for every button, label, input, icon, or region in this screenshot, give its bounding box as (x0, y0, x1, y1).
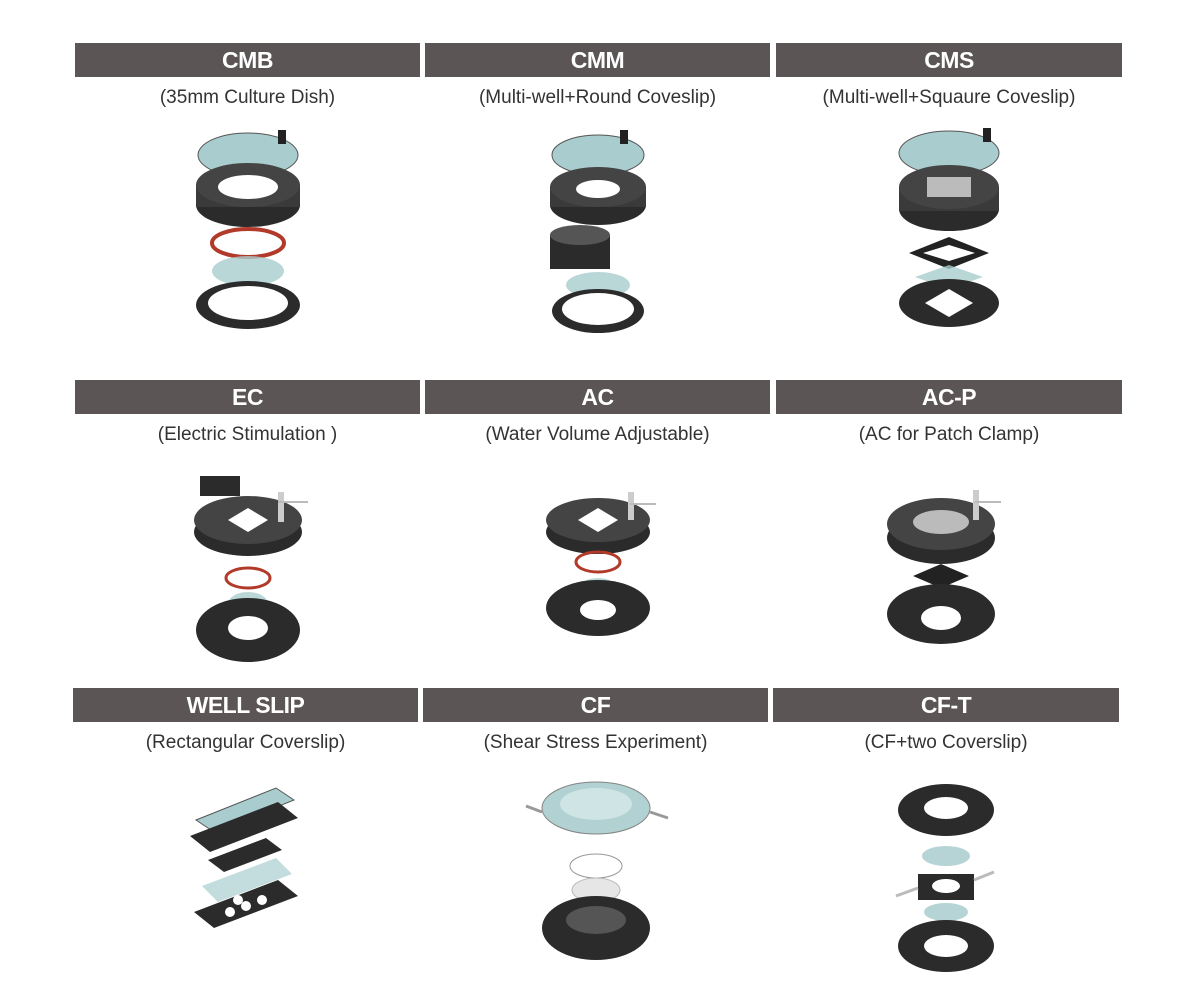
product-code-header: AC-P (776, 380, 1122, 414)
product-cell-cmb: CMB (35mm Culture Dish) (75, 43, 420, 363)
product-cell-cf: CF (Shear Stress Experiment) (423, 688, 768, 988)
ac-exploded-chamber (425, 462, 770, 682)
product-cell-ec: EC (Electric Stimulation ) (75, 380, 420, 680)
product-code-header: AC (425, 380, 770, 414)
product-cell-cmm: CMM (Multi-well+Round Coveslip) (425, 43, 770, 363)
product-cell-well-slip: WELL SLIP (Rectangular Coverslip) (73, 688, 418, 988)
product-description: (Shear Stress Experiment) (483, 732, 708, 753)
product-description: (AC for Patch Clamp) (858, 424, 1040, 445)
product-code-header: CMB (75, 43, 420, 77)
product-description: (35mm Culture Dish) (159, 87, 336, 108)
product-description: (Water Volume Adjustable) (485, 424, 710, 445)
product-code-header: CMM (425, 43, 770, 77)
product-code-header: WELL SLIP (73, 688, 418, 722)
product-description: (Multi-well+Squaure Coveslip) (822, 87, 1076, 108)
product-cell-ac: AC (Water Volume Adjustable) (425, 380, 770, 680)
wellslip-exploded-chamber (73, 770, 418, 990)
acp-exploded-chamber (776, 462, 1122, 682)
cf-exploded-chamber (423, 770, 768, 990)
product-code-header: CF-T (773, 688, 1119, 722)
cft-exploded-chamber (773, 770, 1119, 990)
product-description: (CF+two Coverslip) (864, 732, 1028, 753)
product-cell-cms: CMS (Multi-well+Squaure Coveslip) (776, 43, 1122, 363)
product-cell-ac-p: AC-P (AC for Patch Clamp) (776, 380, 1122, 680)
product-code-header: CF (423, 688, 768, 722)
product-code-header: EC (75, 380, 420, 414)
product-code-header: CMS (776, 43, 1122, 77)
cmb-exploded-chamber (75, 125, 420, 345)
product-description: (Multi-well+Round Coveslip) (478, 87, 717, 108)
cms-exploded-chamber (776, 125, 1122, 345)
cmm-exploded-chamber (425, 125, 770, 345)
product-description: (Electric Stimulation ) (157, 424, 338, 445)
product-description: (Rectangular Coverslip) (145, 732, 346, 753)
ec-exploded-chamber (75, 462, 420, 682)
product-cell-cf-t: CF-T (CF+two Coverslip) (773, 688, 1119, 988)
